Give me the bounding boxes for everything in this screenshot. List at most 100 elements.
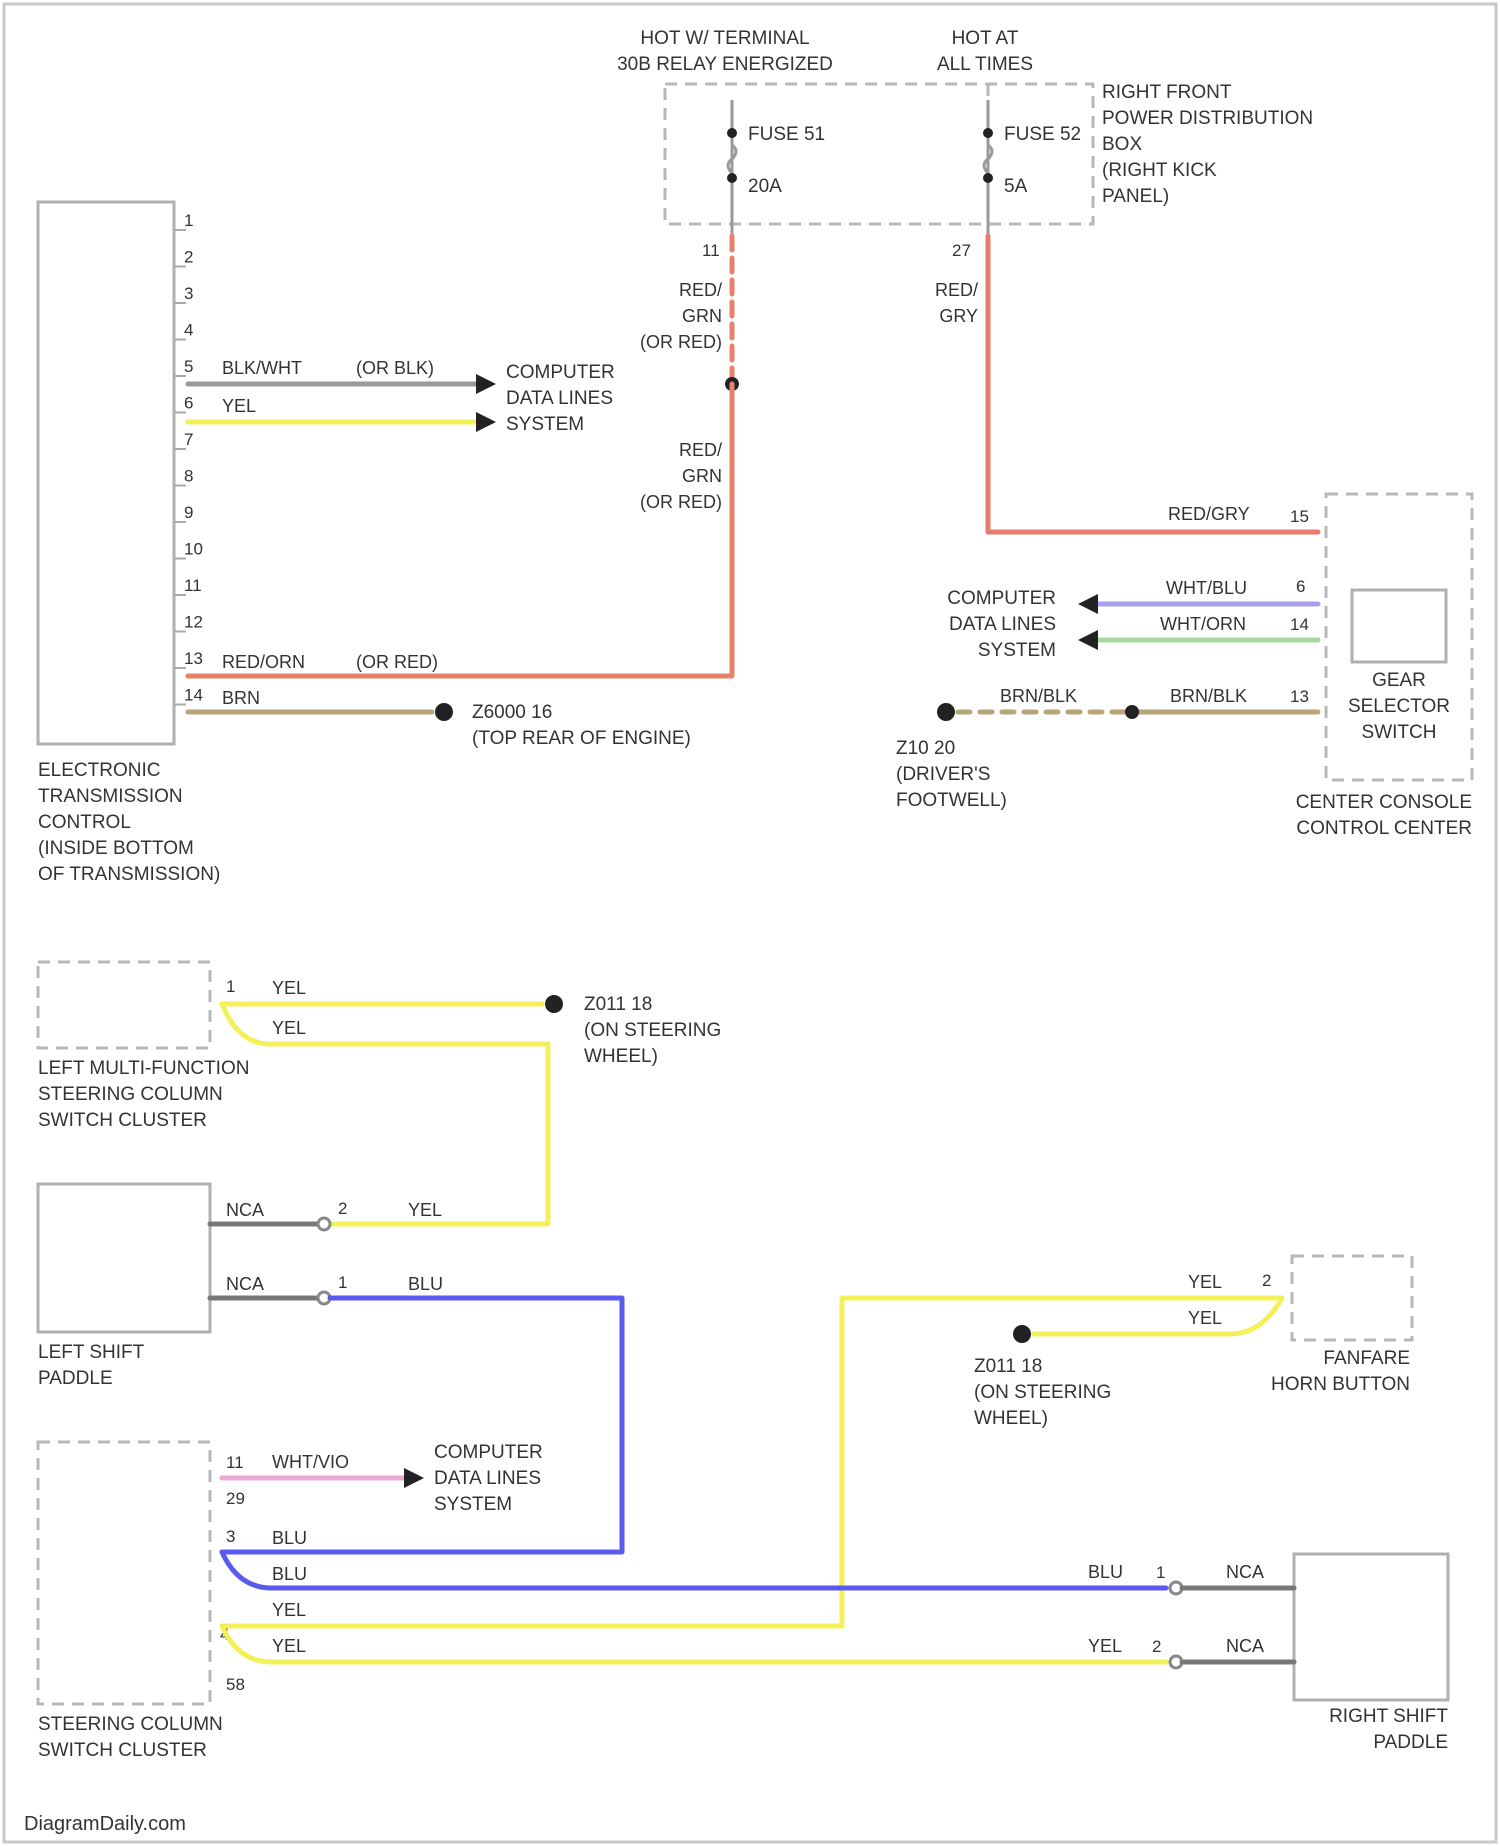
etc-pin-8: 8	[184, 467, 193, 486]
ground-z6000-label: Z6000 16	[472, 702, 552, 723]
wire-wht-blu-label: WHT/BLU	[1166, 578, 1247, 598]
fuse52-rating: 5A	[1004, 176, 1028, 197]
fanfare-pin-2: 2	[1262, 1271, 1271, 1290]
gear-pin-6: 6	[1296, 577, 1305, 596]
etc-label-3: CONTROL	[38, 812, 131, 833]
etc-pin-1: 1	[184, 211, 193, 230]
arrow-cdl-4	[1078, 630, 1098, 650]
ground-z011-b	[1013, 1325, 1031, 1343]
fuse51-header-2: 30B RELAY ENERGIZED	[617, 54, 833, 75]
ground-z011-a-location-2: WHEEL)	[584, 1046, 658, 1067]
wire-yel-rsp-label: YEL	[1088, 1636, 1122, 1656]
ground-z6000	[435, 703, 453, 721]
etc-label-4: (INSIDE BOTTOM	[38, 838, 194, 859]
ground-z011-a-label: Z011 18	[584, 994, 652, 1015]
cdl-3-line2: DATA LINES	[434, 1468, 541, 1489]
cdl-3-line1: COMPUTER	[434, 1442, 543, 1463]
lmf-label-2: STEERING COLUMN	[38, 1084, 223, 1105]
pdb-label-5: PANEL)	[1102, 186, 1169, 207]
wire-nca-lsp-1-label: NCA	[226, 1274, 264, 1294]
gear-selector-switch	[1352, 590, 1446, 662]
wire-yel-horn-2	[1034, 1298, 1282, 1334]
cdl-1-line1: COMPUTER	[506, 362, 615, 383]
pdb-pin-27: 27	[952, 241, 971, 260]
ccc-label-2: CONTROL CENTER	[1296, 818, 1472, 839]
lsp-label-2: PADDLE	[38, 1368, 113, 1389]
lmf-label-1: LEFT MULTI-FUNCTION	[38, 1058, 249, 1079]
lsp-label-1: LEFT SHIFT	[38, 1342, 145, 1363]
wire-red-grn-label-2: GRN	[682, 306, 722, 326]
wire-red-grn-lower-label-2: GRN	[682, 466, 722, 486]
wire-yel-horn-1-label: YEL	[1188, 1272, 1222, 1292]
ground-z011-b-label: Z011 18	[974, 1356, 1042, 1377]
fanfare-label-2: HORN BUTTON	[1271, 1374, 1410, 1395]
rsp-label-1: RIGHT SHIFT	[1329, 1706, 1448, 1727]
etc-pin-9: 9	[184, 503, 193, 522]
wire-nca-rsp-2-label: NCA	[1226, 1636, 1264, 1656]
wire-blk-wht-label: BLK/WHT	[222, 358, 302, 378]
wire-blu-scsc-label-2: BLU	[272, 1564, 307, 1584]
watermark: DiagramDaily.com	[24, 1813, 186, 1835]
left-shift-paddle	[38, 1184, 210, 1332]
scsc-pin-3: 3	[226, 1527, 235, 1546]
etc-pin-6: 6	[184, 394, 193, 413]
wire-yel-horn-2-label: YEL	[1188, 1308, 1222, 1328]
wire-blu-scsc	[222, 1552, 1166, 1588]
gear-label-2: SELECTOR	[1348, 696, 1450, 717]
wire-wht-vio-label: WHT/VIO	[272, 1452, 349, 1472]
etc-module	[38, 202, 174, 744]
wire-brn-blk-label-2: BRN/BLK	[1170, 686, 1247, 706]
ground-z10	[937, 703, 955, 721]
cdl-3-line3: SYSTEM	[434, 1494, 512, 1515]
gear-pin-15: 15	[1290, 507, 1309, 526]
wire-brn-label: BRN	[222, 688, 260, 708]
fanfare-horn-button	[1292, 1256, 1412, 1340]
rsp-label-2: PADDLE	[1373, 1732, 1448, 1753]
rsp-pin-2: 2	[1152, 1637, 1161, 1656]
fanfare-label-1: FANFARE	[1323, 1348, 1410, 1369]
wire-red-orn-label: RED/ORN	[222, 652, 305, 672]
wire-blu-scsc-label-1: BLU	[272, 1528, 307, 1548]
cdl-1-line2: DATA LINES	[506, 388, 613, 409]
etc-label-5: OF TRANSMISSION)	[38, 864, 220, 885]
lsp-pin-2: 2	[338, 1199, 347, 1218]
fuse52-label: FUSE 52	[1004, 124, 1081, 145]
cdl-2-line2: DATA LINES	[949, 614, 1056, 635]
fuse52-header-1: HOT AT	[952, 28, 1019, 49]
wire-blu-lsp	[222, 1298, 622, 1552]
gear-pin-13: 13	[1290, 687, 1309, 706]
wire-red-gry-label-3: RED/GRY	[1168, 504, 1250, 524]
lsp-pin-1: 1	[338, 1273, 347, 1292]
ground-z011-b-location-2: WHEEL)	[974, 1408, 1048, 1429]
pdb-label-1: RIGHT FRONT	[1102, 82, 1232, 103]
wire-red-gry-label-1: RED/	[935, 280, 978, 300]
pdb-label-3: BOX	[1102, 134, 1142, 155]
wire-yel-etc-label: YEL	[222, 396, 256, 416]
etc-pin-12: 12	[184, 613, 203, 632]
wire-red-gry	[988, 236, 1318, 532]
etc-pin-14: 14	[184, 686, 203, 705]
wire-yel-scsc-label-1: YEL	[272, 1600, 306, 1620]
scsc-label-1: STEERING COLUMN	[38, 1714, 223, 1735]
pdb-label-2: POWER DISTRIBUTION	[1102, 108, 1313, 129]
etc-pin-10: 10	[184, 540, 203, 559]
arrow-cdl-2	[476, 412, 496, 432]
wire-red-grn-label-3: (OR RED)	[640, 332, 722, 352]
wire-brn-blk-label-1: BRN/BLK	[1000, 686, 1077, 706]
lmf-pin-1: 1	[226, 977, 235, 996]
wire-yel-lmf-2	[222, 1004, 548, 1224]
ground-z10-location-1: (DRIVER'S	[896, 764, 990, 785]
rsp-pin-1: 1	[1156, 1563, 1165, 1582]
left-multifunction-switch	[38, 962, 210, 1048]
etc-pin-2: 2	[184, 248, 193, 267]
wire-blu-lsp-label: BLU	[408, 1274, 443, 1294]
ground-z10-label: Z10 20	[896, 738, 955, 759]
etc-label-1: ELECTRONIC	[38, 760, 160, 781]
fuse-51: FUSE 51 20A	[727, 100, 825, 236]
steering-column-switch-cluster	[38, 1442, 210, 1704]
wire-yel-scsc-label-2: YEL	[272, 1636, 306, 1656]
wire-wht-orn-label: WHT/ORN	[1160, 614, 1246, 634]
ground-z011-a	[545, 995, 563, 1013]
